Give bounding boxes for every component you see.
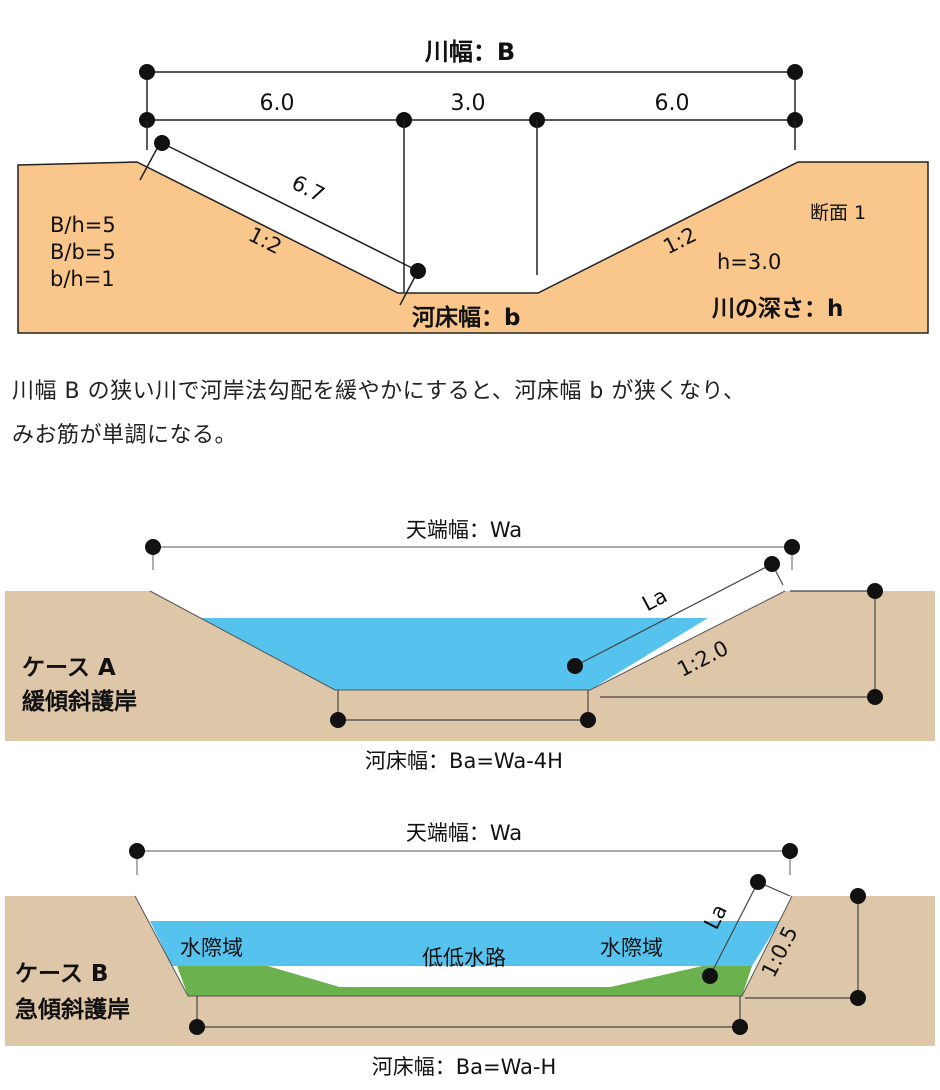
- river-width-title: 川幅：B: [425, 38, 515, 66]
- case-b-la-line: [709, 881, 759, 977]
- segment-right-value: 6.0: [655, 91, 690, 116]
- case-b-left-zone: 水際域: [180, 936, 243, 960]
- diagram-1: 川幅：B 6.0 3.0 6.0 6.7 1:2 1:2 B/h=5 B/b=5…: [17, 38, 929, 334]
- case-b-diagram: 天端幅：Wa La 1:0.5 水際域 低低水路 水際域 ケース B 急傾斜護岸…: [5, 821, 935, 1079]
- dimension-dot: [867, 583, 883, 599]
- dimension-dot: [764, 556, 780, 572]
- dimension-dot: [139, 64, 155, 80]
- dimension-dot: [189, 1019, 205, 1035]
- slope-length-line: [161, 142, 419, 272]
- case-b-low-channel: [268, 966, 702, 987]
- ratio-text-2: B/b=5: [50, 240, 116, 264]
- case-a-bank-outline: [149, 590, 786, 691]
- dimension-dot: [850, 888, 866, 904]
- caption-line-2: みお筋が単調になる。: [12, 423, 238, 448]
- cross-section-1: [17, 161, 929, 334]
- case-a-la-label: La: [638, 583, 671, 616]
- case-b-top-width-label: 天端幅：Wa: [406, 821, 522, 845]
- case-a-la-line: [574, 563, 773, 667]
- case-b-center-zone: 低低水路: [422, 946, 506, 970]
- slope-tick: [139, 142, 161, 181]
- case-b-name: ケース B: [15, 961, 108, 987]
- case-b-bank-outline: [134, 895, 793, 997]
- dimension-dot: [782, 843, 798, 859]
- dimension-dot: [787, 64, 803, 80]
- dimension-dot: [154, 135, 170, 151]
- section-label: 断面 1: [810, 202, 866, 224]
- ratio-text-3: b/h=1: [50, 267, 115, 291]
- case-a-top-width-label: 天端幅：Wa: [406, 518, 522, 542]
- dimension-dot: [129, 843, 145, 859]
- dimension-dot: [750, 874, 766, 890]
- case-a-name: ケース A: [22, 655, 116, 681]
- dimension-dot: [867, 689, 883, 705]
- case-b-type: 急傾斜護岸: [15, 996, 130, 1023]
- dimension-dot: [145, 539, 161, 555]
- dimension-dot: [784, 539, 800, 555]
- dimension-dot: [702, 968, 718, 984]
- slope-length-value: 6.7: [288, 171, 329, 207]
- dimension-dot: [850, 990, 866, 1006]
- caption-line-1: 川幅 B の狭い川で河岸法勾配を緩やかにすると、河床幅 b が狭くなり、: [12, 379, 746, 404]
- dimension-dot: [410, 263, 426, 279]
- case-a-water: [200, 618, 708, 690]
- dimension-dot: [732, 1019, 748, 1035]
- ratio-text-1: B/h=5: [50, 213, 116, 237]
- case-a-ground: [5, 591, 935, 741]
- segment-mid-value: 3.0: [451, 91, 486, 116]
- depth-label: 川の深さ：h: [712, 296, 843, 322]
- case-b-water: [150, 921, 780, 966]
- dimension-dot: [330, 712, 346, 728]
- case-b-grass: [177, 966, 752, 996]
- case-b-ground: [5, 896, 935, 1046]
- case-a-diagram: 天端幅：Wa La 1:2.0 ケース A 緩傾斜護岸 河床幅：Ba=Wa-4H: [5, 518, 935, 773]
- bed-width-label: 河床幅：b: [412, 304, 520, 331]
- case-b-right-zone: 水際域: [600, 936, 663, 960]
- case-a-type: 緩傾斜護岸: [22, 688, 137, 715]
- dimension-dot: [567, 658, 583, 674]
- segment-left-value: 6.0: [260, 91, 295, 116]
- case-b-bed-width-label: 河床幅：Ba=Wa-H: [372, 1055, 557, 1079]
- depth-value: h=3.0: [717, 250, 781, 274]
- dimension-dot: [580, 712, 596, 728]
- caption: 川幅 B の狭い川で河岸法勾配を緩やかにすると、河床幅 b が狭くなり、 みお筋…: [12, 370, 932, 458]
- case-a-bed-width-label: 河床幅：Ba=Wa-4H: [365, 749, 563, 773]
